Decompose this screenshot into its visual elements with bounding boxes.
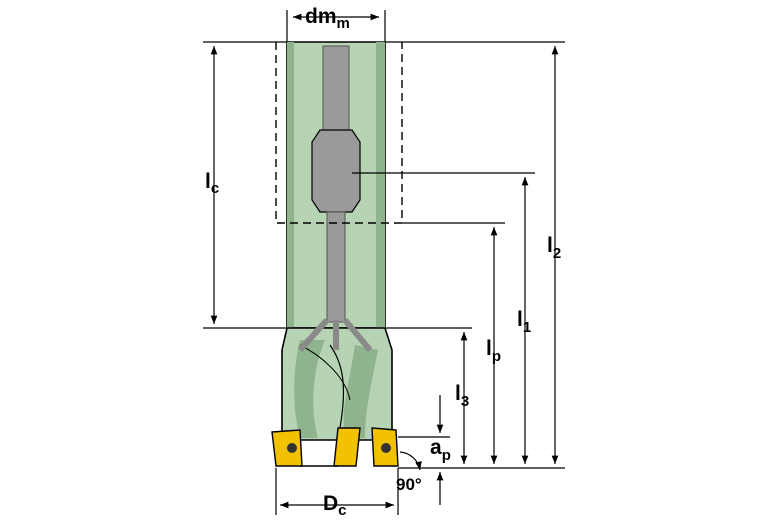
- label-l1: l1: [517, 308, 531, 336]
- label-lp: lp: [486, 337, 501, 365]
- label-l3: l3: [455, 382, 469, 410]
- label-dc: Dc: [323, 492, 347, 519]
- cutting-inserts: [271, 427, 399, 467]
- label-ap: ap: [430, 436, 451, 464]
- dimension-lines: [203, 10, 565, 515]
- dashed-shank-outline: [275, 42, 403, 224]
- coolant-channel: [297, 45, 373, 353]
- label-lc: lc: [205, 170, 219, 197]
- label-l2: l2: [547, 234, 561, 262]
- label-angle: 90°: [396, 475, 422, 494]
- label-dmm: dmm: [305, 5, 350, 32]
